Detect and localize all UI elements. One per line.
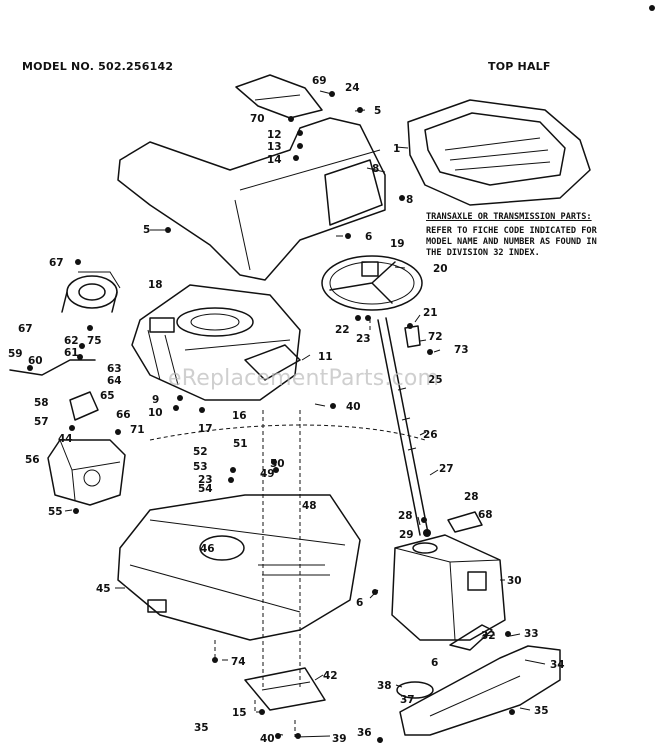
assembly-lines bbox=[149, 318, 426, 737]
callout-27: 27 bbox=[439, 463, 454, 475]
callout-30: 30 bbox=[507, 575, 522, 587]
callout-75: 75 bbox=[87, 335, 102, 347]
callout-58: 58 bbox=[34, 397, 49, 409]
callout-15: 15 bbox=[232, 707, 247, 719]
callout-55: 55 bbox=[48, 506, 63, 518]
callout-12: 12 bbox=[267, 129, 282, 141]
callout-34: 34 bbox=[550, 659, 565, 671]
callout-5: 5 bbox=[143, 224, 150, 236]
callout-16: 16 bbox=[232, 410, 247, 422]
fasteners bbox=[27, 91, 515, 743]
callout-48: 48 bbox=[302, 500, 317, 512]
callout-38: 38 bbox=[377, 680, 392, 692]
callout-28: 28 bbox=[398, 510, 413, 522]
note-title: TRANSAXLE OR TRANSMISSION PARTS: bbox=[426, 212, 592, 222]
model-number: MODEL NO. 502.256142 bbox=[22, 60, 174, 73]
callout-23: 23 bbox=[356, 333, 371, 345]
hood-part bbox=[117, 74, 386, 281]
steering-wheel-part bbox=[321, 255, 423, 311]
callout-6: 6 bbox=[356, 597, 363, 609]
callout-6: 6 bbox=[431, 657, 438, 669]
callout-46: 46 bbox=[200, 543, 215, 555]
callout-23: 23 bbox=[198, 474, 213, 486]
callout-6: 6 bbox=[365, 231, 372, 243]
callout-67: 67 bbox=[18, 323, 33, 335]
callout-73: 73 bbox=[454, 344, 469, 356]
callout-19: 19 bbox=[390, 238, 405, 250]
callout-68: 68 bbox=[478, 509, 493, 521]
leader-lines bbox=[64, 90, 546, 738]
callout-42: 42 bbox=[323, 670, 338, 682]
callout-22: 22 bbox=[335, 324, 350, 336]
callout-57: 57 bbox=[34, 416, 49, 428]
callout-11: 11 bbox=[318, 351, 333, 363]
callout-51: 51 bbox=[233, 438, 248, 450]
callout-39: 39 bbox=[332, 733, 347, 745]
callout-36: 36 bbox=[357, 727, 372, 739]
transaxle-note: TRANSAXLE OR TRANSMISSION PARTS: REFER T… bbox=[426, 212, 664, 259]
callout-9: 9 bbox=[152, 394, 159, 406]
callout-63: 63 bbox=[107, 363, 122, 375]
callout-33: 33 bbox=[524, 628, 539, 640]
callout-52: 52 bbox=[193, 446, 208, 458]
callout-54: 54 bbox=[198, 483, 213, 495]
callout-56: 56 bbox=[25, 454, 40, 466]
callout-28: 28 bbox=[464, 491, 479, 503]
callout-10: 10 bbox=[148, 407, 163, 419]
bracket-part bbox=[244, 667, 326, 711]
watermark: eReplacementParts.com bbox=[168, 366, 440, 391]
callout-71: 71 bbox=[130, 424, 145, 436]
callout-45: 45 bbox=[96, 583, 111, 595]
transaxle-part bbox=[9, 359, 126, 506]
callout-8: 8 bbox=[372, 163, 379, 175]
callout-29: 29 bbox=[399, 529, 414, 541]
callout-24: 24 bbox=[345, 82, 360, 94]
callout-35: 35 bbox=[194, 722, 209, 734]
callout-74: 74 bbox=[231, 656, 246, 668]
callout-18: 18 bbox=[148, 279, 163, 291]
callout-8: 8 bbox=[406, 194, 413, 206]
callout-40: 40 bbox=[346, 401, 361, 413]
callout-17: 17 bbox=[198, 423, 213, 435]
callout-25: 25 bbox=[428, 374, 443, 386]
callout-40: 40 bbox=[260, 733, 275, 745]
callout-70: 70 bbox=[250, 113, 265, 125]
callout-5: 5 bbox=[374, 105, 381, 117]
callout-67: 67 bbox=[49, 257, 64, 269]
callout-32: 32 bbox=[481, 630, 496, 642]
callout-20: 20 bbox=[433, 263, 448, 275]
pulley-part bbox=[61, 271, 121, 313]
chassis-frame-part bbox=[117, 494, 361, 641]
callout-66: 66 bbox=[116, 409, 131, 421]
console-part bbox=[391, 511, 506, 641]
callout-21: 21 bbox=[423, 307, 438, 319]
section-title: TOP HALF bbox=[488, 60, 551, 73]
callout-64: 64 bbox=[107, 375, 122, 387]
callout-labels: 1 5 5 6 6 6 8 8 9 10 11 12 13 14 15 16 1… bbox=[8, 75, 565, 745]
callout-59: 59 bbox=[8, 348, 23, 360]
seat-part bbox=[407, 99, 591, 206]
callout-26: 26 bbox=[423, 429, 438, 441]
engine-part bbox=[131, 284, 301, 401]
callout-44: 44 bbox=[58, 433, 73, 445]
callout-53: 53 bbox=[193, 461, 208, 473]
callout-1: 1 bbox=[393, 143, 400, 155]
callout-50: 50 bbox=[270, 458, 285, 470]
callout-61: 61 bbox=[64, 347, 79, 359]
bumper-part bbox=[396, 624, 561, 736]
callout-14: 14 bbox=[267, 154, 282, 166]
callout-72: 72 bbox=[428, 331, 443, 343]
callout-49: 49 bbox=[260, 468, 275, 480]
callout-35: 35 bbox=[534, 705, 549, 717]
callout-65: 65 bbox=[100, 390, 115, 402]
steering-shaft-part bbox=[377, 317, 429, 536]
callout-13: 13 bbox=[267, 141, 282, 153]
callout-60: 60 bbox=[28, 355, 43, 367]
callout-62: 62 bbox=[64, 335, 79, 347]
callout-37: 37 bbox=[400, 694, 415, 706]
note-body: REFER TO FICHE CODE INDICATED FOR MODEL … bbox=[426, 226, 597, 258]
callout-69: 69 bbox=[312, 75, 327, 87]
